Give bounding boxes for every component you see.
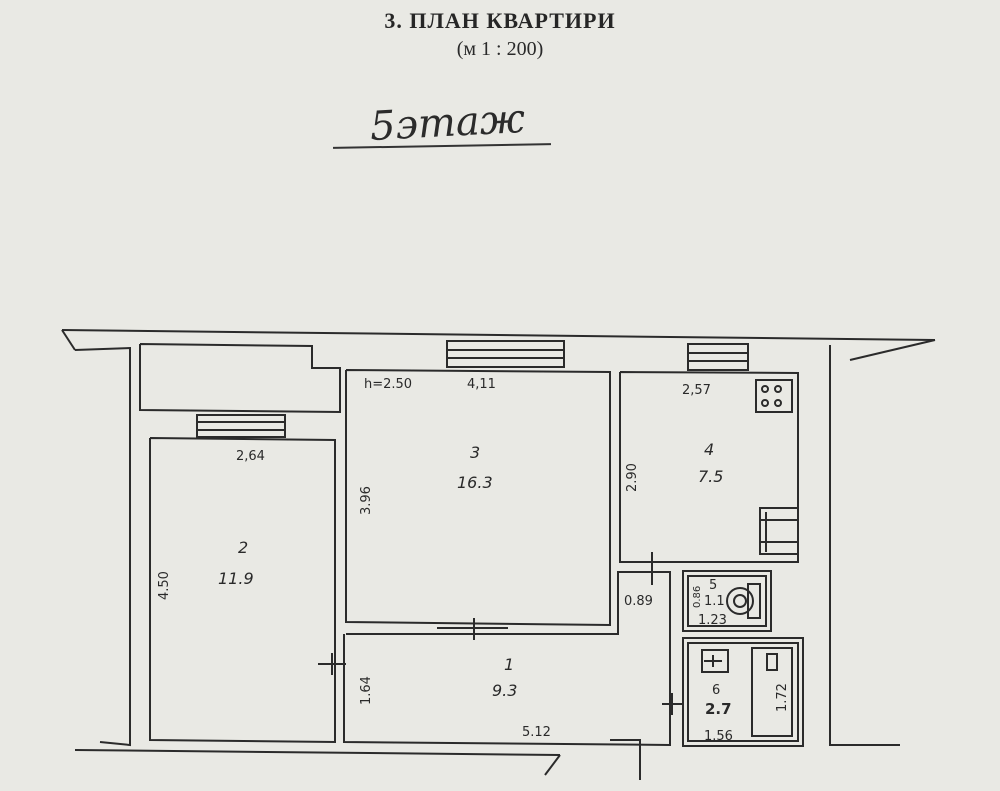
dim-room-2-width: 2,64 bbox=[236, 449, 265, 464]
door-marks bbox=[318, 552, 722, 715]
room-3-walls bbox=[345, 369, 611, 627]
dim-room-4-width: 2,57 bbox=[682, 383, 711, 398]
dim-room-1-length: 1.64 bbox=[359, 676, 374, 705]
window-room-4 bbox=[687, 343, 749, 371]
room-1-area: 9.3 bbox=[492, 681, 517, 700]
dim-room-5-width: 1.23 bbox=[698, 613, 727, 628]
room-5-area: 1.1 bbox=[704, 594, 725, 609]
plan-scale: (м 1 : 200) bbox=[456, 38, 544, 60]
bathtub-icon bbox=[751, 647, 793, 737]
dim-room-1-width: 5.12 bbox=[522, 725, 551, 740]
room-4-number: 4 bbox=[704, 440, 714, 459]
room-6-number: 6 bbox=[712, 683, 720, 698]
dim-room-2-length: 4.50 bbox=[157, 571, 172, 600]
washbasin-icon bbox=[701, 649, 729, 673]
window-room-2 bbox=[196, 414, 286, 438]
dim-corridor-width: 0.89 bbox=[624, 594, 653, 609]
dim-room-4-length: 2.90 bbox=[625, 463, 640, 492]
toilet-icon bbox=[726, 583, 761, 619]
room-4-walls bbox=[619, 371, 799, 563]
room-5-walls bbox=[682, 570, 772, 632]
room-5-number: 5 bbox=[709, 578, 717, 593]
room-3-area: 16.3 bbox=[457, 473, 493, 492]
room-1-number: 1 bbox=[504, 655, 514, 674]
ceiling-height: h=2.50 bbox=[364, 377, 412, 392]
room-2-area: 11.9 bbox=[218, 569, 254, 588]
room-4-area: 7.5 bbox=[698, 467, 723, 486]
room-6-walls bbox=[682, 637, 804, 747]
kitchen-sink-icon bbox=[759, 507, 799, 555]
dim-room-5-length: 0.86 bbox=[692, 586, 703, 608]
room-6-area: 2.7 bbox=[705, 700, 732, 718]
window-room-3 bbox=[446, 340, 565, 368]
room-1-walls bbox=[343, 571, 671, 747]
room-2-walls bbox=[149, 437, 336, 744]
dim-room-3-length: 3.96 bbox=[359, 486, 374, 515]
stove-icon bbox=[755, 379, 793, 413]
storage-block bbox=[139, 343, 341, 414]
outer-walls bbox=[61, 329, 936, 780]
dim-room-3-width: 4,11 bbox=[467, 377, 496, 392]
plan-title: 3. ПЛАН КВАРТИРИ bbox=[384, 8, 616, 33]
dim-room-6-length: 1.72 bbox=[775, 683, 790, 712]
dim-room-6-width: 1.56 bbox=[704, 729, 733, 744]
room-2-number: 2 bbox=[238, 538, 248, 557]
room-3-number: 3 bbox=[470, 443, 480, 462]
